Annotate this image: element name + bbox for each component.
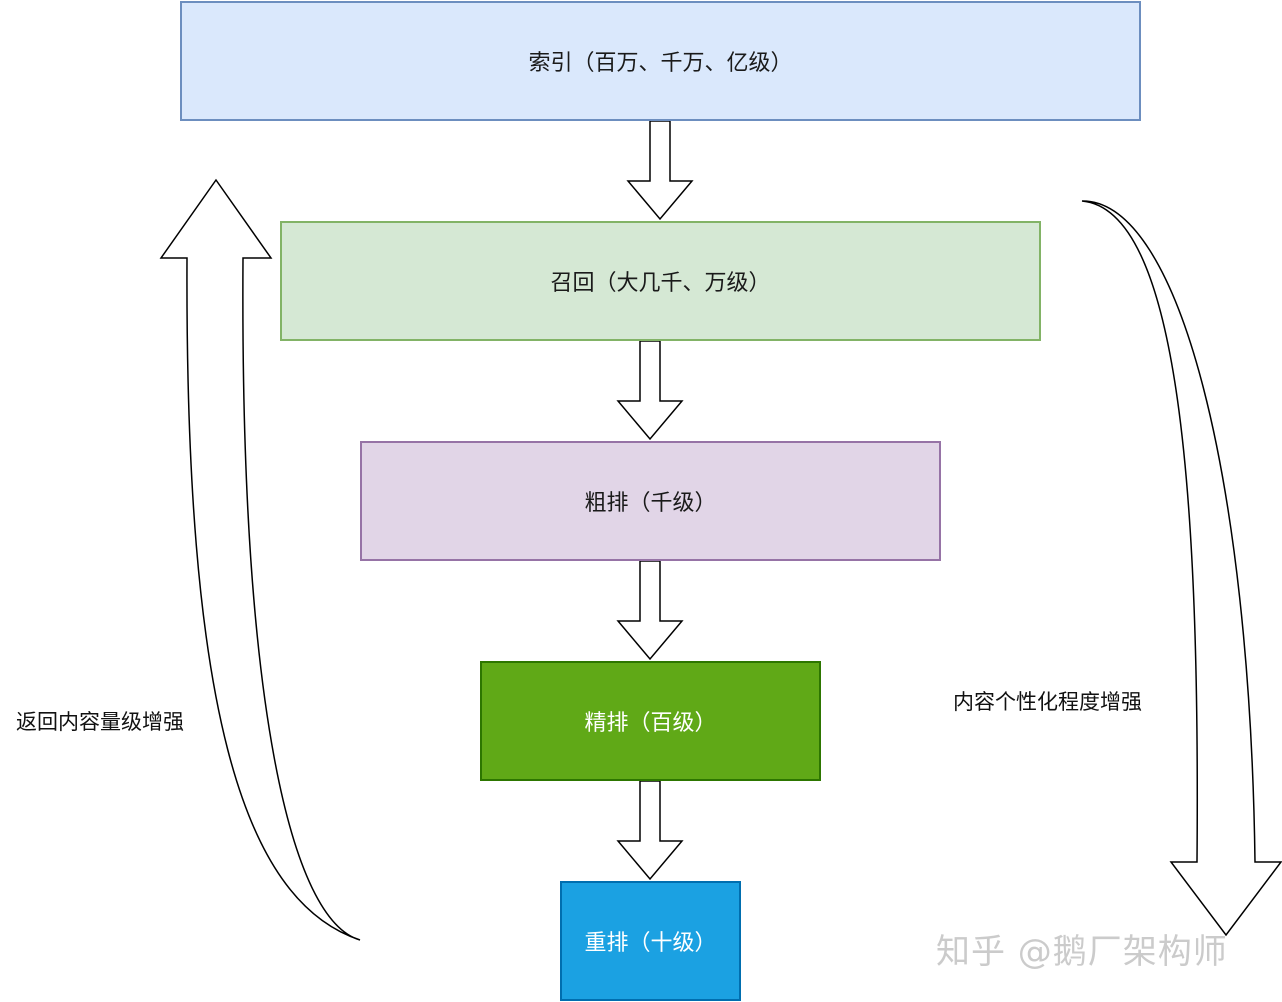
stage-fine-ranking-box: 精排（百级） [480, 661, 821, 781]
stage-rerank-label: 重排（十级） [584, 931, 717, 956]
right-side-label: 内容个性化程度增强 [953, 690, 1142, 714]
flow-arrow-coarse-to-fine [616, 560, 684, 661]
right-curved-down-arrow [1081, 200, 1282, 937]
stage-fine-ranking-label: 精排（百级） [584, 711, 717, 736]
flow-arrow-fine-to-rerank [616, 780, 684, 881]
stage-index-label: 索引（百万、千万、亿级） [528, 51, 793, 76]
stage-index-box: 索引（百万、千万、亿级） [180, 1, 1141, 121]
flow-arrow-index-to-recall [626, 120, 694, 221]
stage-rerank-box: 重排（十级） [560, 881, 741, 1001]
watermark: 知乎 @鹅厂架构师 [936, 932, 1228, 972]
stage-recall-box: 召回（大几千、万级） [280, 221, 1041, 341]
flow-arrow-recall-to-coarse [616, 340, 684, 441]
stage-coarse-ranking-box: 粗排（千级） [360, 441, 941, 561]
left-side-label: 返回内容量级增强 [16, 710, 184, 734]
stage-coarse-ranking-label: 粗排（千级） [584, 491, 717, 516]
stage-recall-label: 召回（大几千、万级） [550, 271, 771, 296]
left-curved-up-arrow [159, 178, 361, 941]
